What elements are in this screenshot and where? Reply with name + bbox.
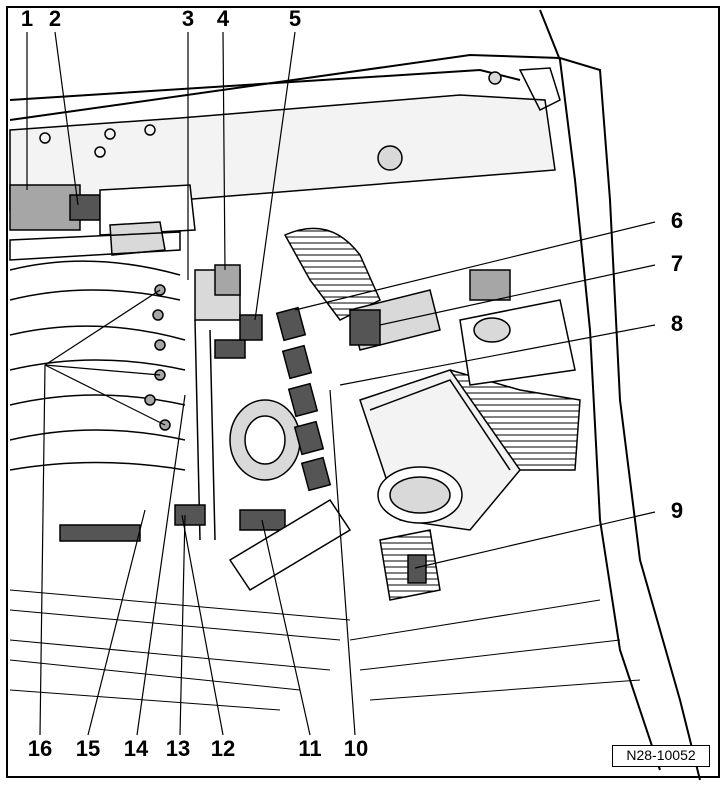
air-intake-duct [283, 227, 441, 351]
callout-8: 8 [670, 311, 684, 336]
lower-hoses [228, 498, 441, 601]
callout-1: 1 [20, 6, 34, 31]
callout-10: 10 [343, 736, 369, 761]
callout-2: 2 [48, 6, 62, 31]
coolant-reservoir [459, 269, 576, 386]
ground-clutter [9, 589, 641, 711]
hood-outline [9, 9, 701, 781]
callout-5: 5 [288, 6, 302, 31]
air-filter-housing [359, 369, 581, 531]
callout-6: 6 [670, 208, 684, 233]
callout-13: 13 [165, 736, 191, 761]
upper-left-component [9, 184, 196, 261]
leader-lines [26, 31, 656, 736]
callout-7: 7 [670, 251, 684, 276]
cowl-panel [9, 67, 561, 211]
callout-11: 11 [298, 736, 322, 761]
throttle-body-area [59, 264, 301, 542]
figure-id-label: N28-10052 [612, 745, 710, 767]
callout-4: 4 [216, 6, 230, 31]
callout-16: 16 [27, 736, 53, 761]
callout-9: 9 [670, 498, 684, 523]
coil-row [275, 306, 332, 492]
callout-14: 14 [123, 736, 149, 761]
callout-15: 15 [75, 736, 101, 761]
callout-12: 12 [210, 736, 236, 761]
intake-manifold [9, 260, 186, 471]
callout-3: 3 [181, 6, 195, 31]
